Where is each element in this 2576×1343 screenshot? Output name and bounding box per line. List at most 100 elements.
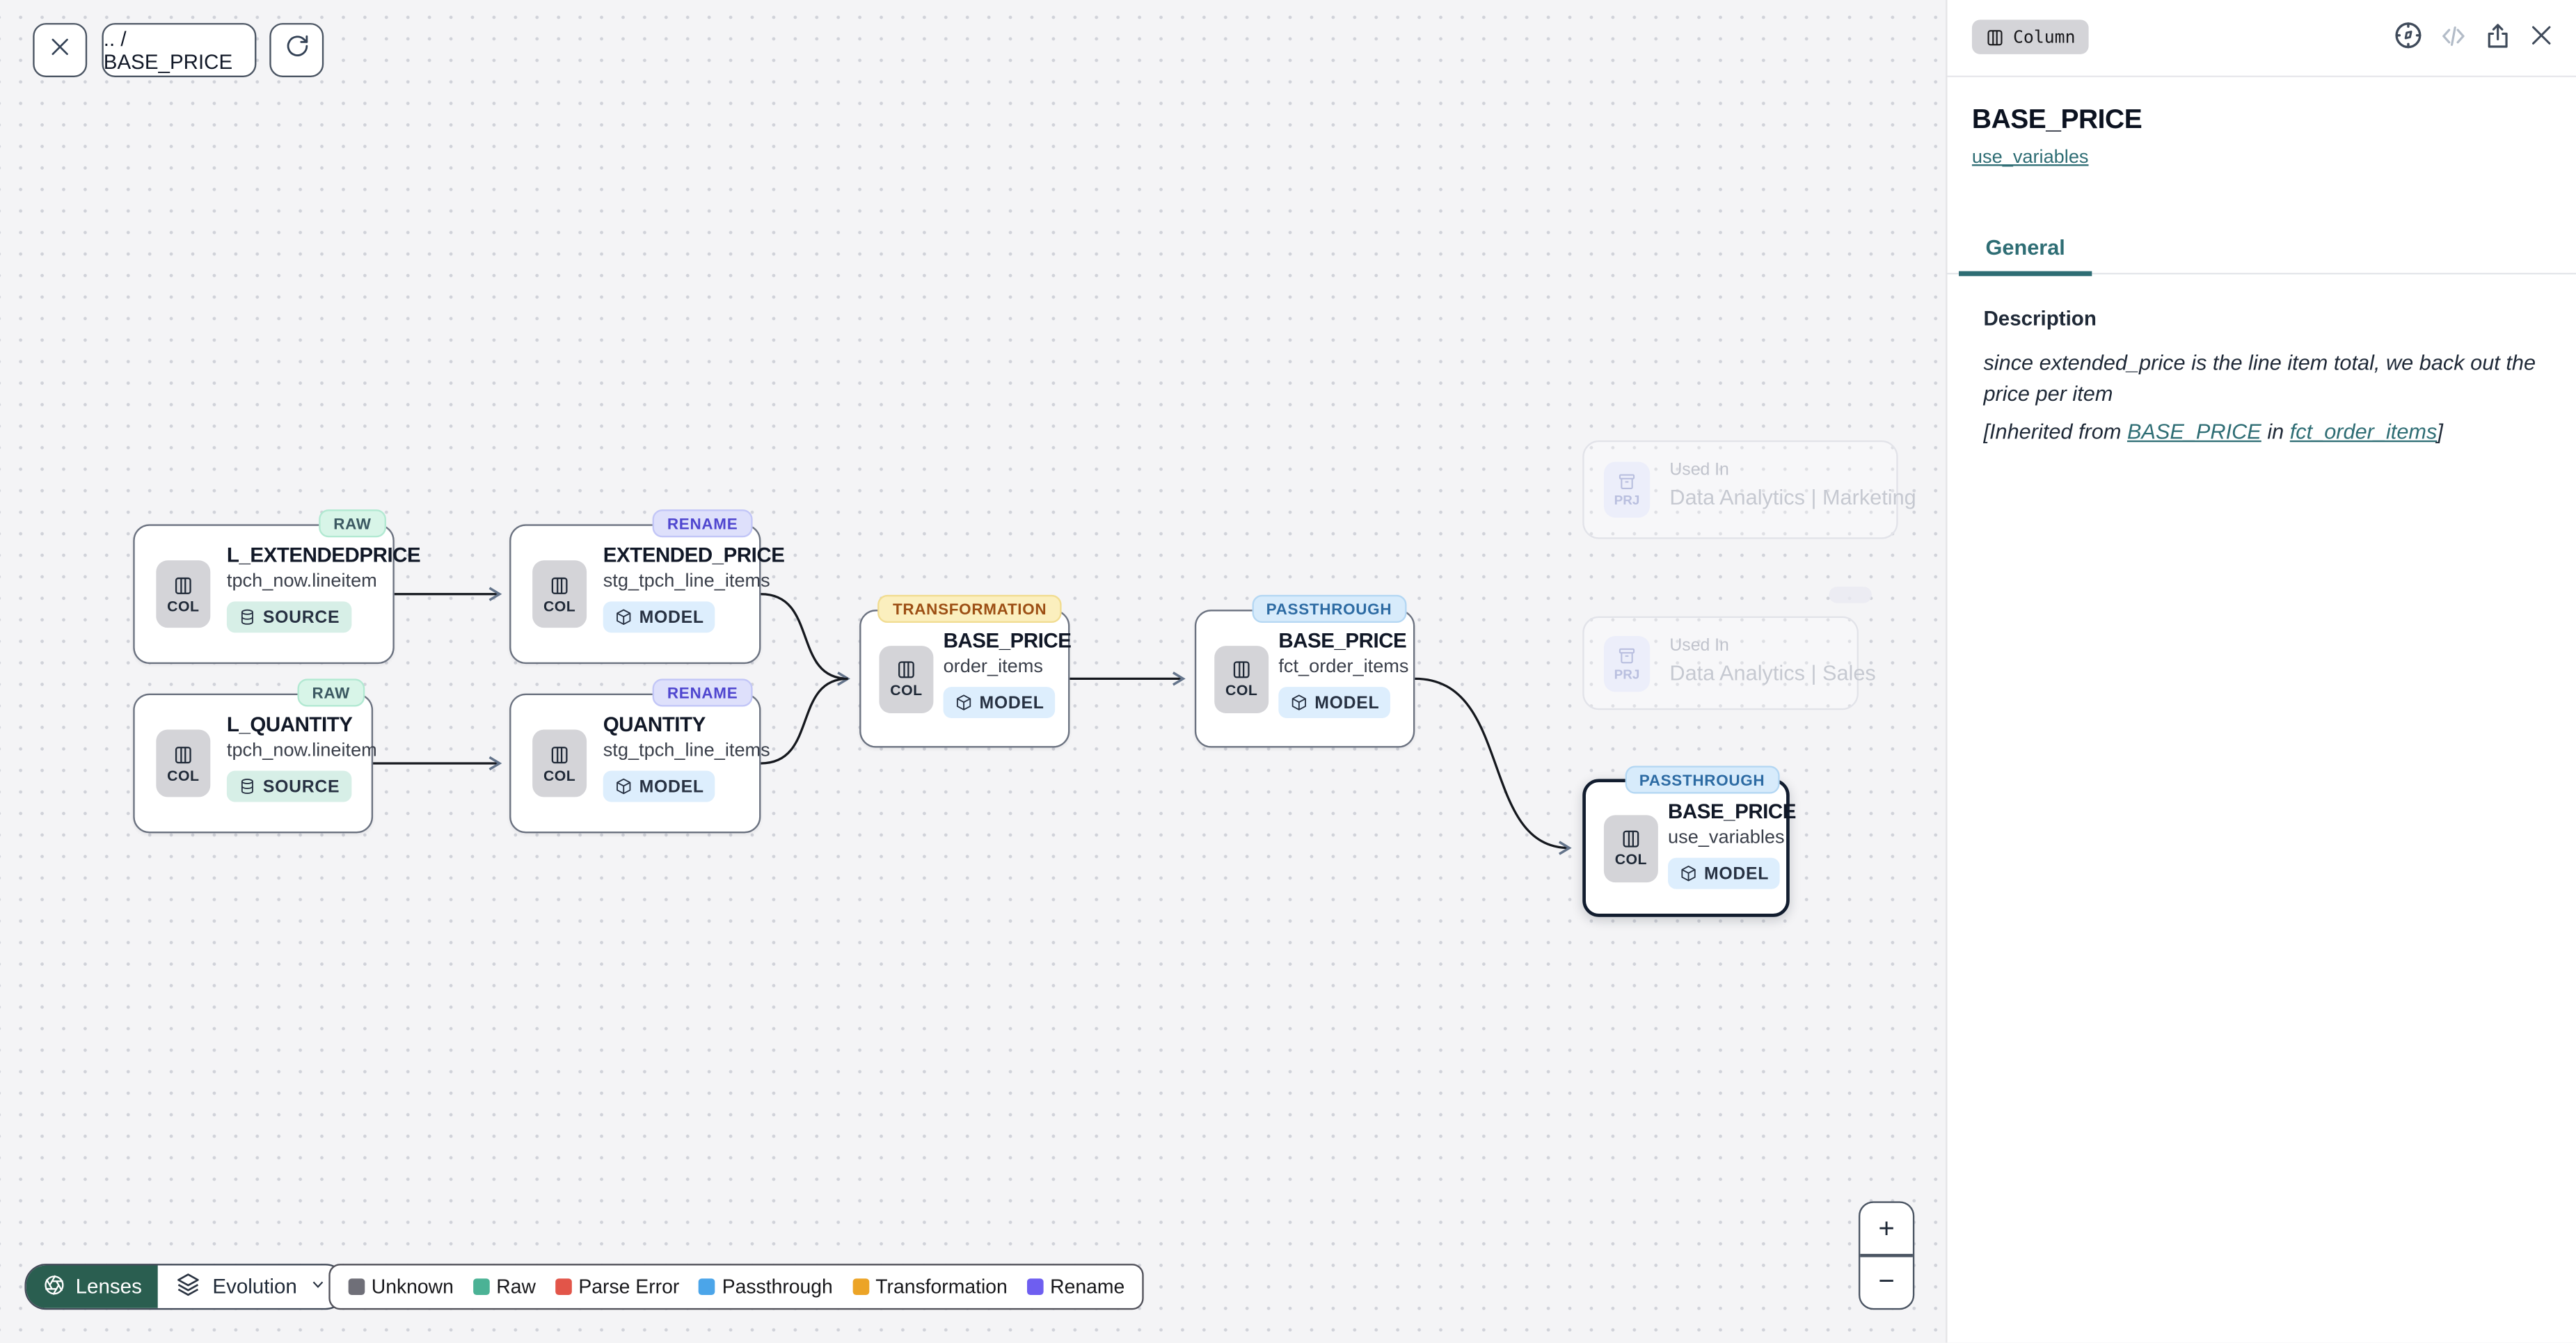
details-panel: Column BASE_PRICE use_variables General … [1946, 0, 2576, 1343]
lenses-control: Lenses Evolution [24, 1264, 347, 1310]
legend-swatch [1027, 1278, 1044, 1295]
edge [1415, 677, 1572, 855]
lens-badge: RENAME [652, 509, 753, 538]
lens-badge: TRANSFORMATION [877, 594, 1062, 623]
legend-swatch [555, 1278, 572, 1295]
inherited-column-link[interactable]: BASE_PRICE [2126, 419, 2261, 444]
chevron-down-icon [308, 1276, 326, 1298]
column-icon: COL [1214, 644, 1269, 713]
legend-swatch [699, 1278, 716, 1295]
node-subtitle: fct_order_items [1278, 657, 1409, 677]
legend-item-raw: Raw [473, 1276, 536, 1298]
aperture-icon [42, 1273, 65, 1301]
legend-swatch [473, 1278, 490, 1295]
panel-tabs: General [1947, 218, 2576, 276]
close-lineage-button[interactable] [33, 23, 88, 77]
edge [761, 593, 850, 686]
column-icon: COL [156, 729, 211, 797]
column-icon: COL [532, 729, 587, 797]
zoom-out-button[interactable]: − [1878, 1266, 1895, 1298]
lens-badge: RAW [318, 509, 386, 538]
column-icon: COL [532, 560, 587, 628]
legend-item-rename: Rename [1027, 1276, 1124, 1298]
panel-header: Column [1947, 0, 2576, 77]
node-title: L_QUANTITY [226, 713, 353, 736]
node-subtitle: stg_tpch_line_items [603, 571, 770, 592]
lens-badge: PASSTHROUGH [1624, 765, 1780, 794]
entity-type-badge: Column [1971, 19, 2089, 54]
lens-mode-label: Evolution [212, 1275, 297, 1298]
lenses-label: Lenses [75, 1275, 142, 1298]
node-title: QUANTITY [603, 713, 706, 736]
column-icon: COL [156, 560, 211, 628]
legend-swatch [348, 1278, 365, 1295]
ghost-node-name: Data Analytics | Marketing [1669, 484, 1916, 510]
divider [1860, 1254, 1913, 1257]
ghost-node-sales[interactable]: PRJ Used In Data Analytics | Sales [1582, 616, 1876, 710]
project-kind-label: PRJ [1614, 493, 1640, 508]
node-subtitle: tpch_now.lineitem [226, 571, 377, 592]
node-base-price-use-variables[interactable]: PASSTHROUGH COL BASE_PRICE use_variables… [1582, 765, 1796, 917]
ghost-node-label: Used In [1669, 635, 1729, 656]
breadcrumb[interactable]: .. / BASE_PRICE [102, 23, 257, 77]
model-badge: MODEL [943, 687, 1056, 719]
source-badge: SOURCE [226, 770, 351, 802]
legend-item-parse-error: Parse Error [555, 1276, 679, 1298]
share-icon[interactable] [2483, 21, 2513, 51]
lens-badge: RENAME [652, 678, 753, 707]
node-base-price-fct-order-items[interactable]: PASSTHROUGH COL BASE_PRICE fct_order_ite… [1194, 594, 1415, 748]
node-title: EXTENDED_PRICE [603, 543, 785, 567]
node-quantity[interactable]: RENAME COL QUANTITY stg_tpch_line_items … [509, 678, 770, 834]
refresh-icon [283, 33, 310, 67]
model-badge: MODEL [603, 601, 716, 633]
node-subtitle: use_variables [1668, 828, 1785, 848]
description-text: since extended_price is the line item to… [1983, 350, 2536, 406]
project-kind-label: PRJ [1614, 666, 1640, 681]
lens-badge: PASSTHROUGH [1251, 594, 1407, 623]
code-icon[interactable] [2439, 21, 2469, 51]
close-icon [47, 33, 72, 66]
model-badge: MODEL [1278, 687, 1391, 719]
model-link[interactable]: use_variables [1971, 148, 2089, 168]
inherited-note: [Inherited from BASE_PRICE in fct_order_… [1983, 419, 2443, 444]
refresh-button[interactable] [269, 23, 324, 77]
node-base-price-order-items[interactable]: TRANSFORMATION COL BASE_PRICE order_item… [859, 594, 1072, 748]
source-badge: SOURCE [226, 601, 351, 633]
ghost-node-label: Used In [1669, 460, 1729, 480]
node-subtitle: order_items [943, 657, 1043, 677]
node-l-extendedprice[interactable]: RAW COL L_EXTENDEDPRICE tpch_now.lineite… [133, 509, 421, 665]
panel-title: BASE_PRICE [1971, 105, 2142, 135]
node-title: BASE_PRICE [1278, 629, 1407, 653]
node-subtitle: tpch_now.lineitem [226, 741, 377, 761]
description-heading: Description [1983, 307, 2097, 331]
legend-item-passthrough: Passthrough [699, 1276, 833, 1298]
layers-icon [176, 1272, 200, 1302]
node-title: L_EXTENDEDPRICE [226, 543, 421, 567]
inherited-model-link[interactable]: fct_order_items [2289, 419, 2438, 444]
model-badge: MODEL [1668, 857, 1781, 889]
model-badge: MODEL [603, 770, 716, 802]
zoom-in-button[interactable]: + [1878, 1211, 1895, 1243]
node-subtitle: stg_tpch_line_items [603, 741, 770, 761]
lens-mode-dropdown[interactable]: Evolution [158, 1265, 344, 1308]
node-extended-price[interactable]: RENAME COL EXTENDED_PRICE stg_tpch_line_… [509, 509, 785, 665]
column-icon: COL [1603, 814, 1658, 882]
lenses-button[interactable]: Lenses [26, 1265, 159, 1308]
legend-swatch [852, 1278, 869, 1295]
node-title: BASE_PRICE [1668, 800, 1796, 824]
column-icon: COL [879, 644, 934, 713]
legend-item-unknown: Unknown [348, 1276, 454, 1298]
legend-item-transformation: Transformation [852, 1276, 1008, 1298]
ghost-node-marketing[interactable]: PRJ Used In Data Analytics | Marketing [1582, 440, 1916, 539]
compass-icon[interactable] [2393, 19, 2424, 51]
tab-general[interactable]: General [1959, 218, 2092, 276]
ghost-node-name: Data Analytics | Sales [1669, 660, 1876, 685]
close-panel-icon[interactable] [2527, 22, 2555, 49]
project-icon: PRJ [1603, 635, 1651, 692]
ghost-lens-badge [1829, 587, 1872, 603]
node-title: BASE_PRICE [943, 629, 1072, 653]
entity-type-label: Column [2012, 26, 2076, 47]
edge [761, 677, 848, 765]
node-l-quantity[interactable]: RAW COL L_QUANTITY tpch_now.lineitem SOU… [133, 678, 377, 834]
